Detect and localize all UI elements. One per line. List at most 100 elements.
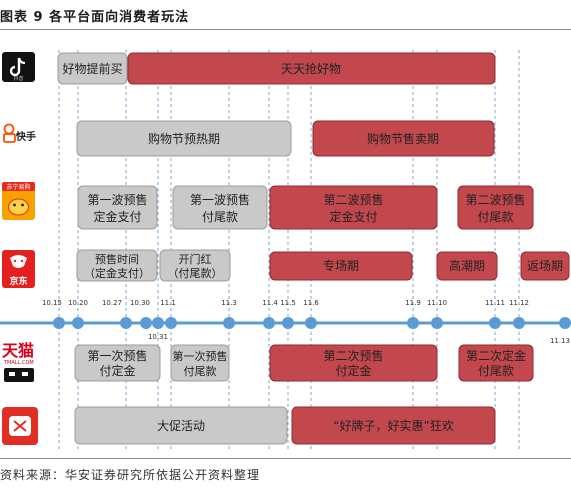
douyin-row: 好物提前买 天天抢好物	[57, 52, 496, 85]
pdd-promo-label: 大促活动	[157, 419, 205, 433]
jd-logo-text: 京东	[9, 275, 27, 287]
timeline-dots	[53, 317, 571, 329]
kuaishou-sale-box	[312, 120, 495, 157]
timeline-date-label: 10.27	[102, 299, 122, 307]
timeline-date-label: 11.11	[485, 299, 505, 307]
timeline-date-label: 11.3	[221, 299, 237, 307]
kuaishou-logo-text: 快手	[15, 130, 36, 143]
jd-return-box	[520, 251, 570, 281]
jd-special-label: 专场期	[323, 258, 359, 273]
timeline-date-label: 11.10	[427, 299, 447, 307]
douyin-logo: 抖音	[2, 52, 35, 82]
timeline-dot	[305, 317, 317, 329]
kuaishou-row: 购物节预热期 购物节售卖期	[76, 120, 495, 157]
timeline-dot	[152, 317, 164, 329]
tmall-presale2-balance-line2: 付尾款	[478, 364, 514, 378]
timeline-date-label: 11.6	[303, 299, 319, 307]
jd-climax-box	[436, 251, 498, 281]
timeline-date-label: 11.5	[280, 299, 296, 307]
title-rule	[0, 29, 571, 30]
timeline-dot	[263, 317, 275, 329]
tmall-presale1-deposit-line2: 付定金	[99, 363, 135, 378]
figure-title: 图表 9 各平台面向消费者玩法	[0, 10, 190, 25]
jd-logo: 京东	[2, 250, 35, 288]
suning-wave1-balance-box	[172, 185, 268, 230]
timeline-dot	[53, 317, 65, 329]
jd-special-box	[269, 251, 413, 281]
jd-kickoff-line2: （付尾款）	[168, 266, 223, 280]
timeline-dot	[431, 317, 443, 329]
jd-presale-box	[76, 249, 158, 282]
timeline-dot	[282, 317, 294, 329]
timeline-dot	[72, 317, 84, 329]
kuaishou-logo: 快手	[2, 118, 36, 148]
suning-wave1-balance-line2: 付尾款	[202, 210, 238, 224]
suning-wave2-deposit-line2: 定金支付	[329, 209, 377, 224]
douyin-early-buy-box	[57, 52, 128, 85]
suning-wave2-balance-line2: 付尾款	[477, 210, 513, 224]
tmall-presale1-deposit-line1: 第一次预售	[87, 348, 147, 363]
suning-wave2-deposit-box	[269, 185, 438, 230]
jd-row: 预售时间 （定金支付） 开门红 （付尾款） 专场期 高潮期 返场期	[76, 249, 570, 282]
suning-wave2-balance-box	[457, 185, 534, 230]
timeline-date-label: 11.4	[262, 299, 278, 307]
jd-kickoff-line1: 开门红	[179, 252, 212, 266]
suning-wave1-deposit-line1: 第一波预售	[87, 192, 147, 207]
source-note: 资料来源：华安证券研究所依据公开资料整理	[0, 468, 261, 482]
timeline-dot	[120, 317, 132, 329]
timeline-date-label: 10.15	[42, 299, 62, 307]
kuaishou-warmup-box	[76, 120, 292, 157]
douyin-daily-deals-label: 天天抢好物	[281, 61, 341, 76]
timeline-date-label: 10.30	[130, 299, 150, 307]
suning-wave1-deposit-line2: 定金支付	[93, 209, 141, 224]
tmall-presale1-deposit-box	[74, 344, 161, 382]
jd-climax-label: 高潮期	[449, 258, 485, 273]
timeline-date-label: 10.20	[68, 299, 88, 307]
pdd-carnival-label: “好牌子，好实惠”狂欢	[333, 418, 453, 433]
timeline-dot	[140, 317, 152, 329]
timeline-dot	[165, 317, 177, 329]
suning-wave1-balance-line1: 第一波预售	[190, 192, 250, 207]
jd-kickoff-box	[159, 249, 231, 282]
timeline-dot	[559, 317, 571, 329]
tmall-row: 第一次预售 付定金 第一次预售 付尾款 第二次预售 付定金 第二次定金 付尾款	[74, 344, 534, 382]
suning-row: 第一波预售 定金支付 第一波预售 付尾款 第二波预售 定金支付 第二波预售 付尾…	[77, 185, 534, 230]
tmall-logo-subtext: TMALL.COM	[3, 360, 34, 366]
tmall-presale2-deposit-line2: 付定金	[335, 363, 371, 378]
timeline-date-label: 11.13	[550, 337, 570, 345]
timeline-date-label: 10.31	[148, 333, 168, 341]
timeline-dot	[513, 317, 525, 329]
tmall-logo: 天猫 TMALL.COM	[2, 341, 34, 382]
kuaishou-warmup-label: 购物节预热期	[148, 131, 220, 146]
kuaishou-sale-label: 购物节售卖期	[367, 131, 439, 146]
tmall-presale2-deposit-line1: 第二次预售	[323, 348, 383, 363]
tmall-presale2-deposit-box	[269, 344, 438, 382]
timeline-date-label: 11.1	[160, 299, 176, 307]
timeline-dot	[489, 317, 501, 329]
pinduoduo-row: 大促活动 “好牌子，好实惠”狂欢	[74, 406, 496, 445]
pinduoduo-logo	[2, 407, 38, 445]
douyin-early-buy-label: 好物提前买	[62, 61, 122, 76]
source-rule	[0, 458, 571, 459]
timeline-date-label: 11.9	[405, 299, 421, 307]
suning-wave1-deposit-box	[77, 185, 158, 230]
tmall-presale2-balance-box	[458, 344, 534, 382]
tmall-presale1-balance-line1: 第一次预售	[173, 349, 228, 363]
jd-presale-line2: （定金支付）	[84, 266, 150, 280]
suning-logo-text: 苏宁易购	[6, 183, 30, 191]
tmall-presale1-balance-box	[170, 344, 230, 382]
tmall-logo-text: 天猫	[2, 341, 34, 360]
suning-wave2-deposit-line1: 第二波预售	[323, 192, 383, 207]
tmall-presale2-balance-line1: 第二次定金	[466, 348, 526, 363]
suning-logo: 苏宁易购	[2, 182, 35, 220]
suning-wave2-balance-line1: 第二波预售	[465, 192, 525, 207]
pdd-carnival-box	[291, 406, 496, 445]
timeline-dot	[407, 317, 419, 329]
timeline-dot	[223, 317, 235, 329]
timeline-date-label: 11.12	[509, 299, 529, 307]
douyin-daily-deals-box	[127, 52, 496, 85]
jd-return-label: 返场期	[527, 259, 563, 273]
